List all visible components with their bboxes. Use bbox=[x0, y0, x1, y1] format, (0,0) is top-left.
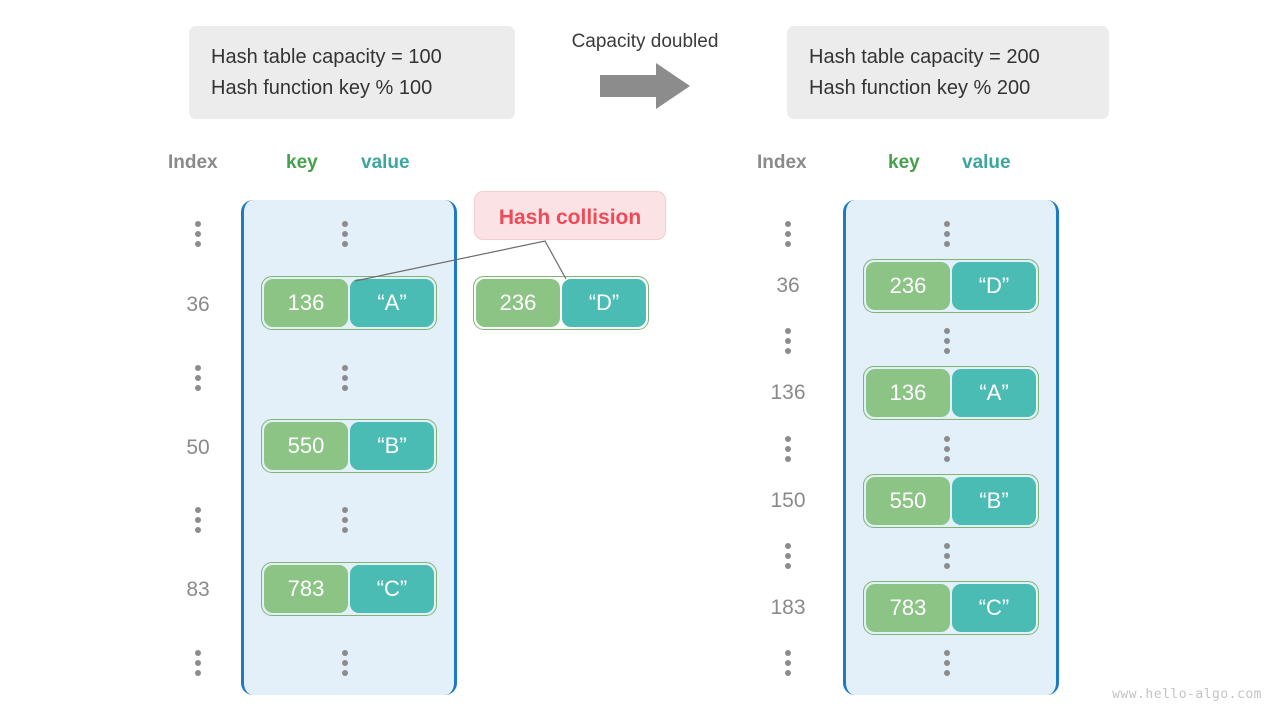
left-index-ellipsis bbox=[195, 221, 201, 247]
right-index-label: 150 bbox=[770, 489, 806, 512]
right-slot-ellipsis bbox=[944, 328, 950, 354]
right-index-ellipsis bbox=[785, 221, 791, 247]
collision-pending-pair[interactable]: 236 “D” bbox=[473, 276, 649, 330]
right-caption-box: Hash table capacity = 200 Hash function … bbox=[787, 26, 1109, 119]
left-index-label: 83 bbox=[186, 578, 210, 601]
left-entry-key: 136 bbox=[264, 279, 348, 327]
right-caption-line-2: Hash function key % 200 bbox=[809, 77, 1031, 99]
right-entry-pair[interactable]: 550 “B” bbox=[863, 474, 1039, 528]
left-slot-ellipsis bbox=[342, 365, 348, 391]
left-caption-line-1: Hash table capacity = 100 bbox=[211, 46, 442, 68]
right-slot-ellipsis bbox=[944, 650, 950, 676]
left-entry-value: “A” bbox=[350, 279, 434, 327]
left-index-ellipsis bbox=[195, 650, 201, 676]
right-slot-ellipsis bbox=[944, 221, 950, 247]
right-index-ellipsis bbox=[785, 650, 791, 676]
left-header-value: value bbox=[361, 152, 410, 173]
left-caption-box: Hash table capacity = 100 Hash function … bbox=[189, 26, 515, 119]
right-slot-ellipsis bbox=[944, 543, 950, 569]
right-index-label: 136 bbox=[770, 381, 806, 404]
left-index-ellipsis bbox=[195, 507, 201, 533]
left-slot-ellipsis bbox=[342, 507, 348, 533]
right-header-value: value bbox=[962, 152, 1011, 173]
left-entry-key: 550 bbox=[264, 422, 348, 470]
right-entry-value: “B” bbox=[952, 477, 1036, 525]
hash-collision-label: Hash collision bbox=[498, 206, 642, 229]
right-caption-line-1: Hash table capacity = 200 bbox=[809, 46, 1040, 68]
left-slot-ellipsis bbox=[342, 650, 348, 676]
right-entry-key: 550 bbox=[866, 477, 950, 525]
left-entry-pair[interactable]: 550 “B” bbox=[261, 419, 437, 473]
right-index-ellipsis bbox=[785, 328, 791, 354]
right-entry-value: “D” bbox=[952, 262, 1036, 310]
capacity-doubled-group: Capacity doubled bbox=[551, 31, 739, 109]
left-caption-line-2: Hash function key % 100 bbox=[211, 77, 433, 99]
right-entry-value: “A” bbox=[952, 369, 1036, 417]
left-index-label: 36 bbox=[186, 293, 210, 316]
left-entry-key: 783 bbox=[264, 565, 348, 613]
right-entry-value: “C” bbox=[952, 584, 1036, 632]
right-index-ellipsis bbox=[785, 543, 791, 569]
collision-pending-key: 236 bbox=[476, 279, 560, 327]
hash-collision-badge: Hash collision bbox=[474, 191, 666, 240]
left-index-ellipsis bbox=[195, 365, 201, 391]
right-arrow-icon bbox=[600, 63, 690, 109]
right-header-key: key bbox=[888, 152, 920, 173]
right-entry-pair[interactable]: 136 “A” bbox=[863, 366, 1039, 420]
right-index-label: 36 bbox=[776, 274, 800, 297]
left-entry-value: “C” bbox=[350, 565, 434, 613]
right-entry-pair[interactable]: 783 “C” bbox=[863, 581, 1039, 635]
right-header-index: Index bbox=[757, 152, 807, 173]
right-index-ellipsis bbox=[785, 436, 791, 462]
right-entry-key: 236 bbox=[866, 262, 950, 310]
capacity-doubled-label: Capacity doubled bbox=[571, 31, 719, 52]
left-entry-pair[interactable]: 136 “A” bbox=[261, 276, 437, 330]
left-entry-pair[interactable]: 783 “C” bbox=[261, 562, 437, 616]
collision-pending-value: “D” bbox=[562, 279, 646, 327]
left-header-index: Index bbox=[168, 152, 218, 173]
left-entry-value: “B” bbox=[350, 422, 434, 470]
watermark: www.hello-algo.com bbox=[1112, 687, 1262, 702]
right-index-label: 183 bbox=[770, 596, 806, 619]
left-index-label: 50 bbox=[186, 436, 210, 459]
left-header-key: key bbox=[286, 152, 318, 173]
left-slot-ellipsis bbox=[342, 221, 348, 247]
right-entry-key: 783 bbox=[866, 584, 950, 632]
right-entry-key: 136 bbox=[866, 369, 950, 417]
right-slot-ellipsis bbox=[944, 436, 950, 462]
right-entry-pair[interactable]: 236 “D” bbox=[863, 259, 1039, 313]
